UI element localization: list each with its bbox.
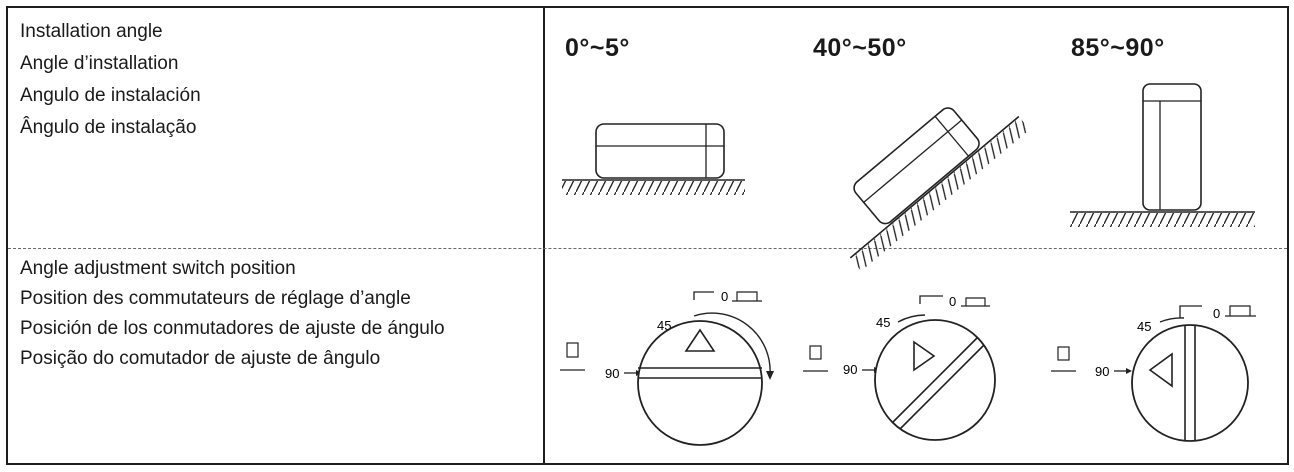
label-pt: Ângulo de instalação xyxy=(20,117,197,138)
label-fr: Position des commutateurs de réglage d’a… xyxy=(20,288,411,309)
label-es: Posición de los conmutadores de ajuste d… xyxy=(20,318,445,339)
device-upright-icon xyxy=(1070,83,1255,227)
mark-45: 45 xyxy=(1137,319,1151,334)
mark-90: 90 xyxy=(605,366,619,381)
switch-dial-45-icon: 0 45 90 xyxy=(803,294,996,441)
angle-range-85-90: 85°~90° xyxy=(1071,34,1165,62)
device-tilted-icon xyxy=(849,107,1030,271)
label-pt: Posição do comutador de ajuste de ângulo xyxy=(20,348,381,369)
switch-dial-0-icon: 0 45 90 xyxy=(560,289,774,446)
label-en: Angle adjustment switch position xyxy=(20,258,296,279)
mark-90: 90 xyxy=(1095,364,1109,379)
angle-range-0-5: 0°~5° xyxy=(565,34,630,62)
installation-table: Installation angle Angle d’installation … xyxy=(6,6,1289,465)
mark-0: 0 xyxy=(1213,306,1220,321)
device-flat-icon xyxy=(562,123,745,195)
label-es: Angulo de instalación xyxy=(20,85,201,106)
label-en: Installation angle xyxy=(20,21,163,42)
installation-angle-labels: Installation angle Angle d’installation … xyxy=(20,20,535,148)
switch-position-labels: Angle adjustment switch position Positio… xyxy=(20,258,535,378)
mark-45: 45 xyxy=(876,315,890,330)
column-divider xyxy=(543,8,545,463)
row-divider xyxy=(8,248,1287,249)
label-fr: Angle d’installation xyxy=(20,53,179,74)
mark-0: 0 xyxy=(721,289,728,304)
angle-range-40-50: 40°~50° xyxy=(813,34,907,62)
switch-dial-90-icon: 0 45 90 xyxy=(1051,305,1256,442)
mark-90: 90 xyxy=(843,362,857,377)
mark-0: 0 xyxy=(949,294,956,309)
